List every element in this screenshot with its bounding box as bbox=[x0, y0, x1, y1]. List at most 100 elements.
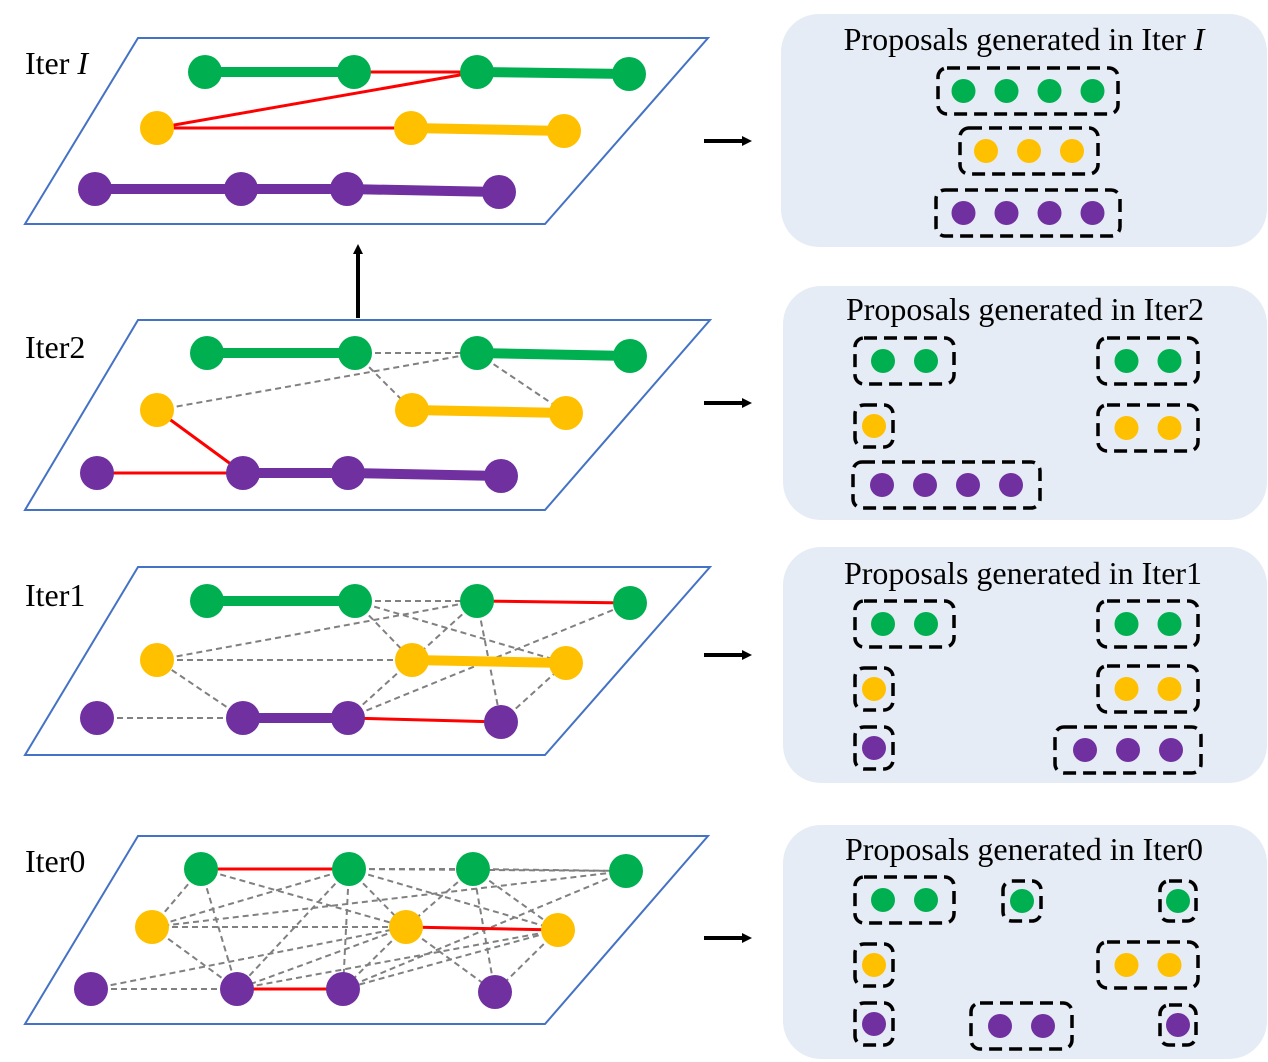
candidate-edge bbox=[236, 868, 350, 990]
proposal-node-green bbox=[1157, 612, 1182, 636]
proposal-node-green bbox=[1114, 349, 1139, 373]
panel-title-I: Proposals generated in Iter I bbox=[844, 21, 1206, 57]
candidate-edge bbox=[156, 600, 478, 661]
proposal-node-purple bbox=[1116, 738, 1140, 762]
candidate-edge bbox=[151, 868, 350, 928]
merge-edge bbox=[476, 599, 631, 605]
merge-edge bbox=[347, 716, 502, 724]
graph-node-green bbox=[190, 584, 224, 618]
graph-node-green bbox=[460, 336, 494, 370]
proposal-box bbox=[969, 1001, 1074, 1051]
graph-node-purple bbox=[224, 172, 258, 206]
proposal-box bbox=[853, 725, 895, 771]
proposal-box bbox=[853, 875, 956, 925]
graph-node-green bbox=[338, 336, 372, 370]
graph-node-purple bbox=[482, 175, 516, 209]
graph-node-green bbox=[188, 55, 222, 89]
proposal-box bbox=[1096, 336, 1200, 386]
proposal-box-border bbox=[1158, 1003, 1198, 1047]
proposal-node-green bbox=[1157, 349, 1182, 373]
proposal-box bbox=[853, 666, 895, 712]
merge-edge bbox=[156, 408, 244, 475]
proposal-box-border bbox=[1096, 940, 1200, 990]
proposal-node-green bbox=[1080, 79, 1105, 103]
candidate-edge bbox=[472, 868, 627, 872]
graph-node-purple bbox=[330, 172, 364, 206]
proposal-node-purple bbox=[951, 201, 976, 225]
proposal-box bbox=[1096, 403, 1200, 453]
proposal-box-border bbox=[969, 1001, 1074, 1051]
proposal-box bbox=[853, 1001, 895, 1047]
cluster-link bbox=[476, 348, 631, 361]
graph-node-purple bbox=[80, 456, 114, 490]
proposal-node-purple bbox=[1080, 201, 1105, 225]
plane-iter-2: Iter2 bbox=[23, 319, 713, 511]
proposal-box-border bbox=[1096, 403, 1200, 453]
graph-node-purple bbox=[226, 456, 260, 490]
graph-node-purple bbox=[220, 972, 254, 1006]
proposal-node-purple bbox=[913, 473, 937, 497]
iter-label-0: Iter0 bbox=[25, 843, 85, 879]
proposal-node-green bbox=[914, 888, 938, 912]
proposal-node-purple bbox=[1166, 1013, 1190, 1037]
proposal-node-yellow bbox=[862, 414, 886, 438]
proposal-box bbox=[934, 188, 1122, 238]
proposal-box bbox=[853, 942, 895, 988]
proposal-box bbox=[936, 66, 1120, 116]
proposal-node-purple bbox=[1031, 1014, 1055, 1038]
proposal-node-purple bbox=[956, 473, 980, 497]
cluster-link bbox=[410, 123, 565, 136]
graph-node-green bbox=[337, 55, 371, 89]
candidate-edge bbox=[236, 929, 559, 990]
proposal-box-border bbox=[1096, 664, 1200, 714]
proposal-node-green bbox=[914, 349, 938, 373]
candidate-edge bbox=[354, 600, 567, 664]
proposal-box bbox=[851, 460, 1042, 510]
proposal-box-border bbox=[851, 460, 1042, 510]
graph-node-purple bbox=[331, 701, 365, 735]
proposal-node-purple bbox=[988, 1014, 1012, 1038]
proposal-node-green bbox=[1166, 889, 1190, 913]
graph-node-green bbox=[612, 57, 646, 91]
cluster-link bbox=[347, 468, 502, 481]
candidate-edge bbox=[151, 926, 238, 990]
candidate-edge bbox=[342, 929, 559, 990]
proposal-node-yellow bbox=[862, 953, 886, 977]
panel-title-0: Proposals generated in Iter0 bbox=[845, 831, 1203, 867]
candidate-edge bbox=[236, 926, 407, 990]
plane-iter-0: Iter0 bbox=[23, 835, 711, 1025]
graph-node-purple bbox=[478, 975, 512, 1009]
candidate-edge bbox=[200, 868, 238, 990]
graph-node-yellow bbox=[549, 396, 583, 430]
proposal-box bbox=[853, 336, 956, 386]
proposal-box-border bbox=[936, 66, 1120, 116]
merge-edge bbox=[156, 70, 478, 130]
cluster-link bbox=[411, 405, 567, 418]
graph-node-green bbox=[332, 852, 366, 886]
proposal-node-purple bbox=[994, 201, 1019, 225]
proposal-box-border bbox=[934, 188, 1122, 238]
graph-node-yellow bbox=[549, 646, 583, 680]
proposal-box-border bbox=[853, 599, 956, 649]
proposal-node-purple bbox=[999, 473, 1023, 497]
proposal-box-border bbox=[853, 403, 895, 449]
proposal-panel-1: Proposals generated in Iter1 bbox=[783, 547, 1267, 783]
proposal-node-yellow bbox=[1017, 139, 1041, 163]
candidate-edge bbox=[156, 352, 478, 411]
proposal-node-yellow bbox=[1114, 677, 1139, 701]
proposal-box-border bbox=[1096, 599, 1200, 649]
proposal-box-border bbox=[1053, 725, 1203, 775]
graph-node-green bbox=[613, 339, 647, 373]
proposal-box-border bbox=[853, 725, 895, 771]
graph-node-purple bbox=[326, 972, 360, 1006]
proposal-node-green bbox=[914, 612, 938, 636]
plane-iter-I: Iter I bbox=[23, 37, 711, 225]
cluster-link bbox=[346, 184, 500, 197]
proposal-box-border bbox=[1096, 336, 1200, 386]
graph-node-green bbox=[613, 586, 647, 620]
proposal-node-green bbox=[871, 349, 895, 373]
proposal-panel-I: Proposals generated in Iter I bbox=[781, 14, 1267, 247]
graph-node-purple bbox=[484, 705, 518, 739]
proposal-node-green bbox=[1114, 612, 1139, 636]
graph-node-purple bbox=[80, 701, 114, 735]
